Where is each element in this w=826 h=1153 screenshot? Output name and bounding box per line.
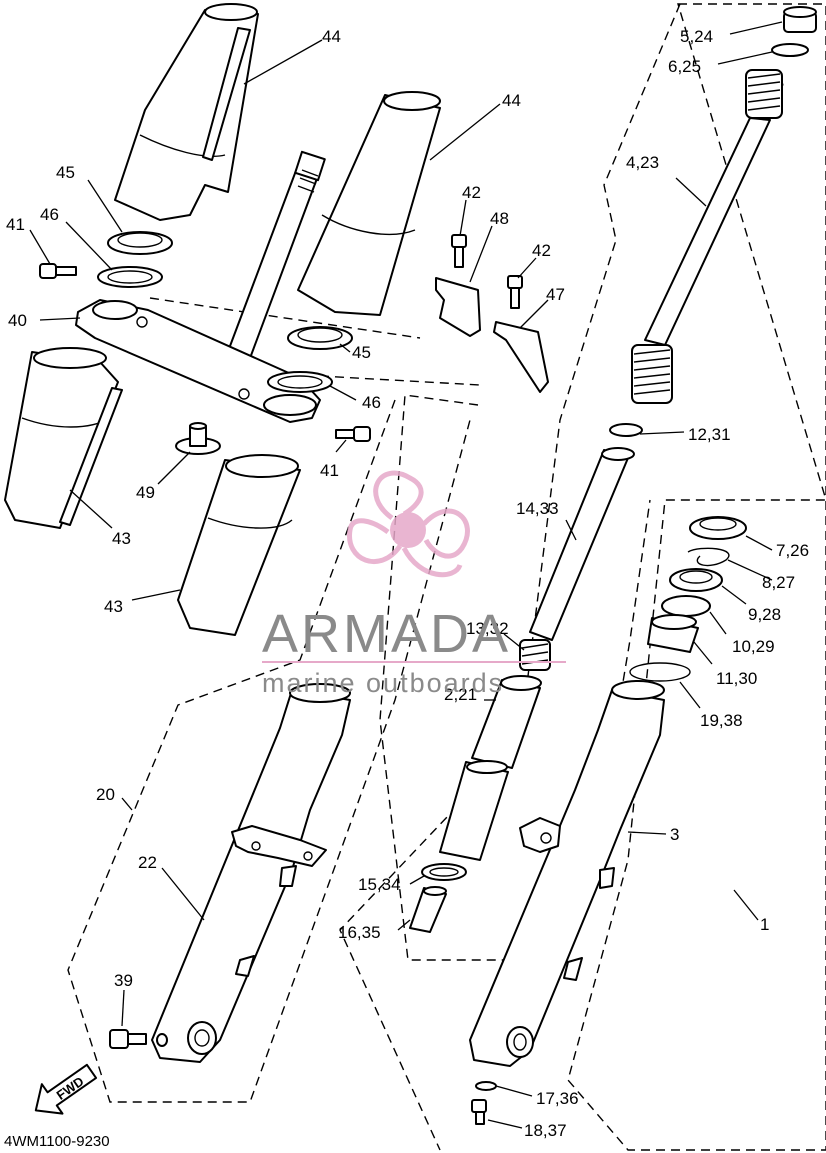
clip-8-27: [687, 547, 730, 567]
dashed-link-1: [149, 297, 421, 339]
bolt-42-b: [507, 275, 523, 309]
callout-4-23: 4,23: [626, 153, 659, 172]
grommet-49: [175, 422, 221, 455]
bolt-39: [109, 1029, 168, 1049]
callout-45-b: 45: [352, 343, 371, 362]
oil-seal-9-28: [669, 568, 723, 592]
assembly-boundary-right: [567, 3, 826, 1151]
callout-20: 20: [96, 785, 115, 804]
cap-bolt-5-24: [783, 6, 817, 33]
bolt-41-left: [39, 263, 77, 279]
callout-12-31: 12,31: [688, 425, 731, 444]
bolt-42-a: [451, 234, 467, 268]
diagram-code: 4WM1100-9230: [4, 1133, 110, 1150]
assembly-boundary-center: [339, 3, 681, 1151]
inner-kit-boundary: [379, 394, 651, 961]
fork-spring-4-23: [631, 69, 784, 404]
callout-19-38: 19,38: [700, 711, 743, 730]
callout-10-29: 10,29: [732, 637, 775, 656]
callout-13-32: 13,32: [466, 619, 509, 638]
dashed-link-2: [319, 375, 481, 386]
callout-47: 47: [546, 285, 565, 304]
rebound-spring-13-32: [519, 639, 551, 671]
fork-cover-upper-right: [297, 91, 441, 316]
callout-8-27: 8,27: [762, 573, 795, 592]
ring-12-31: [609, 423, 643, 437]
cylinder-lower: [439, 760, 509, 861]
slide-metal-11-30: [647, 614, 699, 653]
damper-rod-14-33: [529, 447, 635, 641]
callout-6-25: 6,25: [668, 57, 701, 76]
callout-41-a: 41: [6, 215, 25, 234]
callout-45-a: 45: [56, 163, 75, 182]
callout-9-28: 9,28: [748, 605, 781, 624]
callout-5-24: 5,24: [680, 27, 713, 46]
fork-cover-upper-left: [114, 3, 259, 221]
outer-tube-22: [151, 683, 351, 1063]
callout-14-33: 14,33: [516, 499, 559, 518]
washer-46-left: [97, 266, 163, 288]
assembly-boundary-left: [67, 399, 471, 1103]
callout-49: 49: [136, 483, 155, 502]
callout-3: 3: [670, 825, 679, 844]
callout-43-b: 43: [104, 597, 123, 616]
callout-41-b: 41: [320, 461, 339, 480]
callout-39: 39: [114, 971, 133, 990]
dust-seal-7-26: [689, 516, 747, 540]
clamp-47: [493, 321, 549, 393]
washer-46-right: [267, 371, 333, 393]
seal-45-left: [107, 231, 173, 255]
callout-18-37: 18,37: [524, 1121, 567, 1140]
o-ring-19-38: [629, 662, 691, 682]
callout-44-b: 44: [502, 91, 521, 110]
outer-tube-3: [469, 680, 665, 1067]
callout-46-a: 46: [40, 205, 59, 224]
watermark-brand: ARMADA: [262, 604, 511, 664]
callout-42-b: 42: [532, 241, 551, 260]
callout-43-a: 43: [112, 529, 131, 548]
leader-lines: [29, 21, 783, 1129]
callout-42-a: 42: [462, 183, 481, 202]
piston-ring-2-21: [471, 675, 542, 769]
gasket-17-36: [475, 1081, 497, 1091]
fork-cover-lower-right: [177, 454, 301, 636]
bolt-18-37: [471, 1099, 487, 1125]
callout-16-35: 16,35: [338, 923, 381, 942]
seal-45-right: [287, 326, 353, 350]
clamp-48: [435, 277, 481, 337]
callout-17-36: 17,36: [536, 1089, 579, 1108]
o-ring-6-25: [771, 43, 809, 57]
callout-1: 1: [760, 915, 769, 934]
bolt-41-right: [335, 426, 371, 442]
under-bracket-assembly: [75, 150, 326, 423]
callout-48: 48: [490, 209, 509, 228]
callout-44-a: 44: [322, 27, 341, 46]
fork-cover-lower-left: [4, 347, 123, 529]
callout-7-26: 7,26: [776, 541, 809, 560]
oil-lock-piece-15-34: [421, 863, 467, 881]
callout-40: 40: [8, 311, 27, 330]
fwd-arrow-icon: FWD: [34, 1063, 98, 1115]
watermark-logo: [347, 470, 470, 578]
oil-lock-16-35: [409, 886, 447, 933]
washer-10-29: [661, 595, 711, 617]
callout-11-30: 11,30: [716, 669, 757, 688]
callout-22: 22: [138, 853, 157, 872]
watermark-tagline: marine outboards: [262, 668, 504, 698]
callout-46-b: 46: [362, 393, 381, 412]
callout-2-21: 2,21: [444, 685, 477, 704]
callout-15-34: 15,34: [358, 875, 401, 894]
